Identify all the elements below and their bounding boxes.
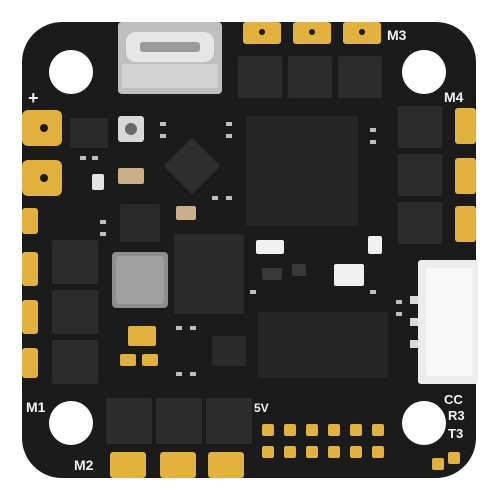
mosfets-bottom: [106, 398, 252, 444]
label-m3: M3: [387, 27, 407, 43]
label-t3: T3: [448, 426, 463, 441]
passive-components: [92, 168, 382, 366]
label-m4: M4: [444, 89, 464, 105]
mosfets-left: [52, 240, 98, 384]
mosfets-top: [238, 56, 382, 98]
small-chip-c: [212, 336, 246, 366]
small-chip-a: [120, 204, 160, 242]
mounting-hole-top-right: [402, 50, 446, 94]
side-connector: [410, 260, 478, 384]
label-5v: 5V: [254, 401, 269, 415]
label-r3: R3: [448, 408, 465, 423]
small-chip-b: [70, 118, 108, 148]
label-m2: M2: [74, 457, 94, 473]
mounting-hole-top-left: [49, 50, 93, 94]
motor-pads-right: [455, 108, 476, 242]
mcu-chip: [246, 116, 358, 226]
label-cc: CC: [444, 392, 463, 407]
mounting-hole-bottom-left: [49, 401, 93, 445]
signal-pads-bottom: [262, 424, 460, 470]
small-smd-dots: [80, 122, 402, 376]
motor-pads-bottom: [110, 452, 244, 478]
gyro-chip: [164, 138, 220, 194]
esc-mcu-chip: [258, 312, 388, 378]
label-plus: +: [28, 88, 39, 108]
regulator-chip: [174, 234, 244, 314]
label-m1: M1: [26, 399, 46, 415]
mosfets-right: [398, 106, 442, 244]
mounting-hole-bottom-right: [402, 401, 446, 445]
usb-connector: [118, 22, 222, 94]
